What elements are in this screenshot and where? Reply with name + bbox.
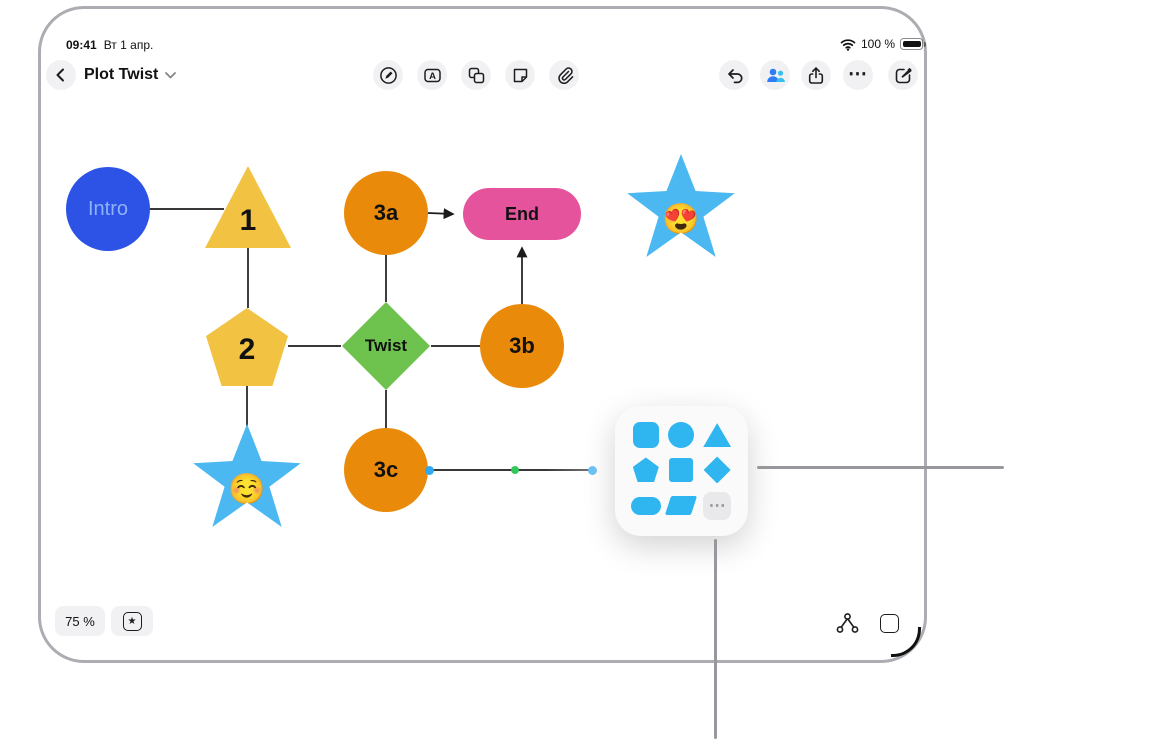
shapes-button[interactable] — [461, 60, 491, 90]
select-tool-button[interactable] — [877, 611, 901, 635]
pencil-circle-icon — [379, 66, 397, 84]
shape-palette-popup: ⋯ — [615, 406, 748, 536]
chevron-down-icon — [165, 71, 177, 78]
battery-percent: 100 % — [861, 37, 896, 51]
palette-more-glyph: ⋯ — [708, 495, 726, 515]
ellipsis-icon: ⋯ — [848, 64, 868, 85]
node-end-label: End — [505, 203, 539, 224]
text-button[interactable]: A — [417, 60, 447, 90]
attachment-button[interactable] — [549, 60, 579, 90]
node-3b-label: 3b — [509, 333, 535, 358]
favorites-button[interactable]: ★ — [111, 606, 153, 636]
back-button[interactable] — [46, 60, 76, 90]
share-icon — [808, 66, 824, 84]
board-title[interactable]: Plot Twist — [84, 66, 177, 84]
share-button[interactable] — [801, 60, 831, 90]
palette-more-button[interactable]: ⋯ — [703, 491, 732, 520]
undo-icon — [727, 68, 743, 83]
node-3c-label: 3c — [373, 457, 399, 482]
heart-eyes-emoji: 😍 — [662, 202, 700, 236]
connect-shapes-button[interactable] — [835, 611, 859, 635]
line-start-handle[interactable] — [425, 466, 434, 475]
node-intro[interactable]: Intro — [66, 167, 150, 251]
wifi-icon — [840, 38, 856, 51]
zoom-level-label: 75 % — [65, 613, 95, 629]
ipad-frame — [38, 6, 927, 663]
battery-icon — [900, 38, 926, 50]
undo-button[interactable] — [719, 60, 749, 90]
status-bar-right: 100 % — [840, 37, 926, 51]
sticky-note-button[interactable] — [505, 60, 535, 90]
svg-text:A: A — [429, 71, 436, 82]
status-bar-left: 09:41 Вт 1 апр. — [66, 38, 153, 52]
palette-capsule-icon[interactable] — [630, 496, 661, 515]
paperclip-icon — [557, 66, 573, 84]
palette-square-icon[interactable] — [669, 457, 694, 482]
blush-emoji: ☺️ — [228, 472, 266, 506]
palette-diamond-icon[interactable] — [703, 456, 731, 484]
chevron-left-icon — [56, 68, 64, 82]
palette-circle-icon[interactable] — [668, 422, 695, 449]
shapes-icon — [468, 67, 484, 83]
square-outline-icon — [879, 613, 899, 633]
clock: 09:41 — [66, 38, 97, 52]
node-3c[interactable]: 3c — [344, 428, 428, 512]
sticky-note-icon — [513, 68, 527, 82]
callout-line-vertical — [714, 539, 717, 739]
zoom-level-button[interactable]: 75 % — [55, 606, 105, 636]
compose-icon — [895, 67, 912, 83]
palette-rounded-square-icon[interactable] — [632, 422, 659, 449]
collaborate-button[interactable] — [760, 60, 790, 90]
palette-triangle-icon[interactable] — [703, 423, 732, 448]
node-twist-label: Twist — [364, 336, 408, 355]
compose-button[interactable] — [888, 60, 918, 90]
text-box-icon: A — [423, 68, 441, 82]
callout-line-horizontal — [757, 466, 1004, 469]
node-end[interactable]: End — [463, 188, 581, 240]
node-1-label: 1 — [239, 204, 257, 237]
node-3a-label: 3a — [373, 200, 399, 225]
more-button[interactable]: ⋯ — [843, 60, 873, 90]
node-2-label: 2 — [238, 333, 256, 366]
draw-button[interactable] — [373, 60, 403, 90]
palette-pentagon-icon[interactable] — [632, 457, 659, 483]
palette-parallelogram-icon[interactable] — [665, 496, 698, 516]
node-graph-icon — [836, 613, 858, 633]
star-in-box-icon: ★ — [122, 611, 142, 631]
line-mid-handle[interactable] — [511, 466, 519, 474]
collaborate-people-icon — [766, 68, 785, 82]
board-title-label: Plot Twist — [84, 66, 159, 83]
node-3a[interactable]: 3a — [344, 171, 428, 255]
date: Вт 1 апр. — [103, 38, 154, 52]
node-intro-label: Intro — [87, 197, 129, 220]
